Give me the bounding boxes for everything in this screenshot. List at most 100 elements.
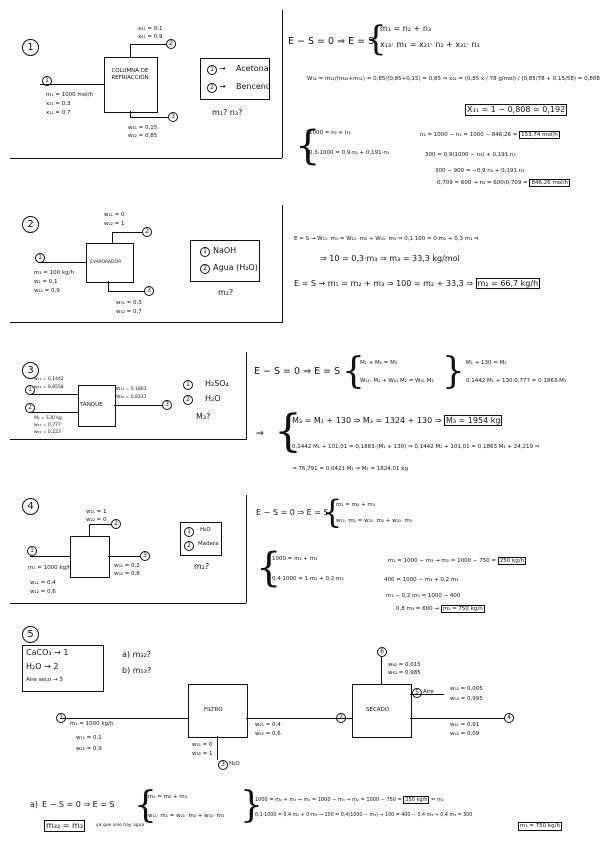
p5-stream-2: 2: [336, 713, 346, 723]
p3-inlet-2-line: [30, 412, 78, 413]
p5-a-balance: E − S = 0 ⇒ E = S: [42, 800, 115, 809]
p2-stream-1: 1: [35, 253, 45, 263]
p5-question-a: a) m₃₂?: [122, 650, 152, 659]
p1-balance: E − S = 0 ⇒ E = S: [288, 36, 375, 47]
p2-legend-n1: 1: [200, 247, 210, 257]
p4-stream-1: 1: [27, 546, 37, 556]
p5-dryer-top-line: [381, 656, 382, 684]
p5-filter-out-line: [246, 718, 352, 719]
p2-stream-2: 2: [142, 227, 152, 237]
p1-eq-w: W₃₂ = m₃₂/(m₃₂+m₃₁) = 0,85/(0,85+0,15) =…: [307, 76, 600, 82]
p1-top-x31: x₃₁ = 0,1: [138, 26, 163, 32]
p5-components: [22, 645, 104, 692]
p1-bot-w32: w₃₂ = 0,85: [128, 133, 158, 139]
p3-implies: ⇒: [256, 428, 264, 439]
p4-top-line-h: [89, 524, 111, 525]
p2-bot-w31: w₃₁ = 0,3: [116, 300, 142, 306]
p5-in-w2: w₁₂ = 0,9: [76, 746, 102, 752]
p4-in-w1: w₁₁ = 0,4: [30, 580, 56, 586]
p4-top-w2: w₂₂ = 0: [86, 517, 107, 523]
p1-inlet-line: [40, 84, 104, 85]
problem-number-5: 5: [22, 626, 39, 643]
p5-f-bot-w1: w₃₁ = 0: [192, 742, 213, 748]
p1-question: m₁? n₃?: [212, 108, 243, 117]
p5-stream-4: 4: [504, 713, 514, 723]
distillation-column: [104, 57, 158, 113]
p3-eq-c: M₁ + 130 = M₃: [466, 360, 507, 366]
p5-a-note-box: m₃₂ = m₃: [44, 820, 85, 832]
p3-question: M₃?: [196, 412, 211, 421]
p3-brace: {: [342, 351, 365, 392]
p2-eq1: E = S → W₁₁· m₁ = W₂₁· m₂ + W₃₁· m₃ ⇒ 0,…: [294, 236, 479, 242]
p2-top-line-h: [112, 232, 142, 233]
p2-top-line-v: [112, 232, 113, 243]
p2-legend-1: NaOH: [213, 246, 237, 255]
p4-legend-1: H₂O: [200, 527, 211, 533]
p3-s1: M₃ = M₁ + 130 ⇒ M₃ = 1324 + 130 ⇒ M₃ = 1…: [292, 415, 503, 426]
p4-r3: m₃ − 0,2 m₃ = 1000 − 400: [386, 593, 461, 599]
p3-s3: ⇒ 76,791 = 0,0421 M₁ ⇒ M₁ = 1824,01 kg: [292, 466, 408, 472]
p4-r1: m₂ = 1000 − m₃ → m₂ = 1000 − 750 = 250 k…: [388, 557, 527, 565]
p4-sys-2: 0,4·1000 = 1·m₂ + 0,2·m₃: [272, 576, 344, 582]
p5-in-flow: m₁ = 1000 kg/h: [70, 721, 114, 727]
p4-stream-3: 3: [140, 551, 150, 561]
p3-in1-w1: w₁₁ = 0,1442: [34, 377, 64, 382]
p4-legend-n2: 2: [184, 541, 194, 551]
p3-stream-3: 3: [162, 400, 172, 410]
p2-top-w22: w₂₂ = 1: [104, 221, 125, 227]
problem-number-1: 1: [22, 39, 39, 56]
filter: [188, 684, 248, 738]
p1-r3: 300 − 900 = −0,9 n₃ + 0,191 n₃: [435, 168, 525, 174]
p4-stream-2: 2: [111, 519, 121, 529]
p2-stream-3: 3: [144, 286, 154, 296]
tank: [78, 385, 116, 427]
p3-in1-w2: w₁₂ = 0,8558: [34, 385, 64, 390]
p4-brace: {: [322, 493, 343, 531]
p5-f-bot-label: H₂O: [229, 761, 240, 767]
p5-d-in-w2: w₅₃ = 0,995: [450, 696, 483, 702]
p4-inlet-line: [30, 556, 70, 557]
p5-a-label: a): [30, 800, 39, 809]
p2-legend: [190, 240, 260, 282]
p1-in-flow: m₁ = 1000 mol/h: [46, 92, 94, 98]
p5-filter-bottom-line: [217, 736, 218, 760]
p1-legend-1: Acetona: [236, 64, 269, 73]
p5-a-brace-2: }: [240, 785, 263, 826]
p4-r2: 400 = 1000 − m₃ + 0,2 m₃: [384, 577, 459, 583]
p3-legend-2: H₂O: [205, 394, 221, 403]
dryer-label: SECADO: [366, 707, 390, 713]
p2-bot-line-h: [108, 291, 144, 292]
p4-eq-b: w₁₁· m₁ = w₂₁· m₂ + w₃₁· m₃: [336, 518, 413, 524]
p5-dryer-air-line: [410, 694, 444, 695]
p5-a-r2: 0,1·1000 = 0,4·m₂ + 0·m₃ ⇒ 100 = 0,4(100…: [255, 813, 473, 818]
p1-sys-1: 1000 = n₂ + n₃: [309, 130, 351, 136]
p2-eq2: ⇒ 10 = 0,3·m₃ ⇒ m₃ = 33,3 kg/mol: [320, 254, 460, 263]
divider-p2-bottom: [10, 322, 282, 323]
p2-in-flow: m₁ = 100 kg/h: [34, 270, 74, 276]
p4-in-w2: w₁₂ = 0,6: [30, 589, 56, 595]
p5-f-bot-w2: w₃₂ = 1: [192, 751, 213, 757]
p5-stream-1: 1: [56, 713, 66, 723]
p1-legend-n2: 2: [207, 83, 217, 93]
divider-p4: [246, 495, 247, 603]
p1-r4: 0,709 = 600 → n₃ = 600/0,709 = 846,26 mo…: [437, 179, 571, 187]
p1-eq-a: m₁ = n₂ + n₃: [380, 24, 432, 33]
p4-legend-n1: 1: [184, 527, 194, 537]
p3-in2-flow: M₂ = 130 kg: [34, 416, 62, 421]
problem-number-2: 2: [22, 216, 39, 233]
p5-comp-1: CaCO₃ → 1: [26, 648, 69, 657]
p3-legend-n1: 1: [183, 380, 193, 390]
p5-d-in-w1: w₅₂ = 0,005: [450, 686, 483, 692]
p5-f-out-w2: w₂₂ = 0,6: [255, 731, 281, 737]
p3-legend-1: H₂SO₄: [205, 379, 229, 388]
p2-legend-2: Agua (H₂O): [213, 263, 258, 272]
p5-inlet-line: [60, 718, 188, 719]
p4-out-w1: w₃₁ = 0,2: [114, 563, 140, 569]
p3-sys-brace: {: [274, 406, 302, 457]
divider-p4-bottom: [10, 603, 246, 604]
p1-top-line-v: [130, 44, 131, 57]
p1-bot-line-v: [130, 111, 131, 117]
divider-p1: [282, 10, 283, 158]
p1-eq-x31: X₃₁ = 1 − 0,808 = 0,192: [465, 104, 568, 116]
p5-a-r3: m₃ = 750 kg/h: [518, 822, 562, 831]
